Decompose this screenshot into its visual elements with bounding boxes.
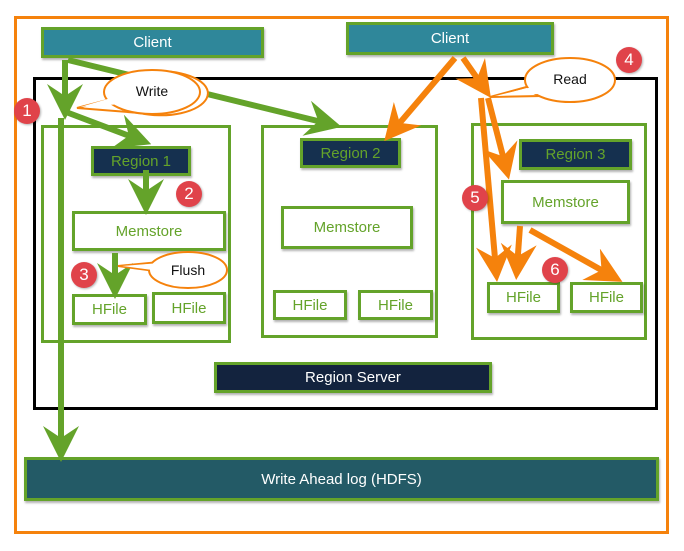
memstore-label: Memstore: [313, 219, 381, 236]
region-3-header[interactable]: Region 3: [519, 139, 632, 170]
read-arrow-region-2: [384, 56, 458, 142]
region-2-hfile-2[interactable]: HFile: [358, 290, 433, 320]
region-1-memstore[interactable]: Memstore: [72, 211, 226, 251]
outer-frame: [14, 16, 669, 534]
region-1-header[interactable]: Region 1: [91, 146, 191, 176]
hfile-label: HFile: [505, 289, 541, 306]
step-badge-3: 3: [71, 262, 97, 288]
region-1-label: Region 1: [110, 152, 172, 170]
step-badge-2: 2: [176, 181, 202, 207]
write-callout: [76, 69, 209, 117]
region-server-label: Region Server: [305, 369, 401, 386]
region-2-label: Region 2: [320, 144, 381, 162]
memstore-label: Memstore: [115, 222, 183, 240]
hfile-label: HFile: [91, 301, 127, 318]
read-callout-text: Read: [553, 71, 587, 87]
read-client-box[interactable]: Client: [346, 22, 554, 55]
write-arrow-region-1: [64, 109, 152, 149]
read-arrow-memstore-hfile-1: [500, 225, 537, 280]
step-badge-4: 4: [616, 47, 642, 73]
read-arrow-down: [455, 56, 491, 98]
hfile-label: HFile: [292, 296, 328, 314]
region-3-memstore[interactable]: Memstore: [501, 180, 630, 224]
read-arrow-hfile: [475, 97, 512, 282]
hfile-label: HFile: [588, 289, 624, 306]
memstore-label: Memstore: [532, 193, 599, 211]
region-2-header[interactable]: Region 2: [300, 138, 401, 168]
region-server-frame: [33, 77, 658, 410]
write-callout-text: Write: [135, 83, 169, 99]
read-client-label: Client: [430, 30, 470, 47]
read-arrow-memstore: [482, 97, 518, 180]
region-server-label-box[interactable]: Region Server: [214, 362, 492, 393]
write-ahead-log-box[interactable]: Write Ahead log (HDFS): [24, 457, 659, 501]
write-ahead-log-label: Write Ahead log (HDFS): [261, 470, 422, 488]
flush-callout-text: Flush: [170, 262, 206, 278]
step-badge-1: 1: [14, 98, 40, 124]
read-arrow-memstore-hfile-2: [528, 227, 623, 282]
region-2-hfile-1[interactable]: HFile: [273, 290, 347, 320]
hfile-label: HFile: [377, 296, 413, 314]
write-client-box[interactable]: Client: [41, 27, 264, 58]
write-client-label: Client: [133, 34, 172, 51]
step-badge-5: 5: [462, 185, 488, 211]
region-3-label: Region 3: [545, 146, 606, 163]
region-3-hfile-2[interactable]: HFile: [570, 282, 643, 313]
read-callout: [489, 57, 616, 103]
region-1-hfile-2[interactable]: HFile: [152, 292, 226, 324]
flush-callout: [117, 251, 228, 289]
region-2-memstore[interactable]: Memstore: [281, 206, 413, 249]
region-3-hfile-1[interactable]: HFile: [487, 282, 560, 313]
hfile-label: HFile: [171, 299, 207, 317]
step-badge-6: 6: [542, 257, 568, 283]
